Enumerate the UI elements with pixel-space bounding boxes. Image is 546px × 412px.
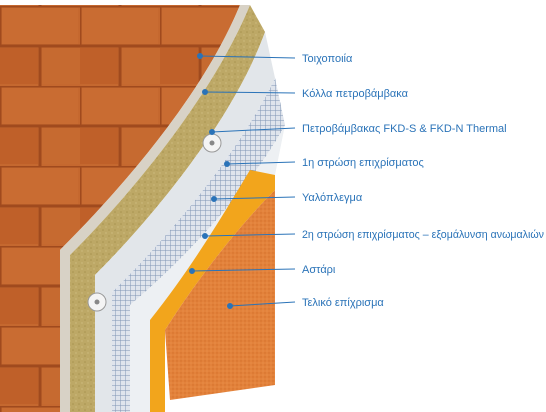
dowel-anchor-icon bbox=[203, 134, 221, 152]
label-final-render: Τελικό επίχρισμα bbox=[302, 297, 384, 309]
label-first-base-coat: 1η στρώση επιχρίσματος bbox=[302, 157, 424, 169]
label-second-base-coat: 2η στρώση επιχρίσματος – εξομάλυνση ανωμ… bbox=[302, 229, 544, 241]
label-glass-fiber-mesh: Υαλόπλεγμα bbox=[302, 192, 363, 204]
label-rockwool-board: Πετροβάμβακας FKD-S & FKD-N Thermal bbox=[302, 123, 507, 135]
label-rockwool-adhesive: Κόλλα πετροβάμβακα bbox=[302, 88, 409, 100]
dowel-anchor-icon bbox=[88, 293, 106, 311]
label-masonry: Τοιχοποιία bbox=[302, 53, 353, 65]
label-primer: Αστάρι bbox=[302, 264, 336, 276]
